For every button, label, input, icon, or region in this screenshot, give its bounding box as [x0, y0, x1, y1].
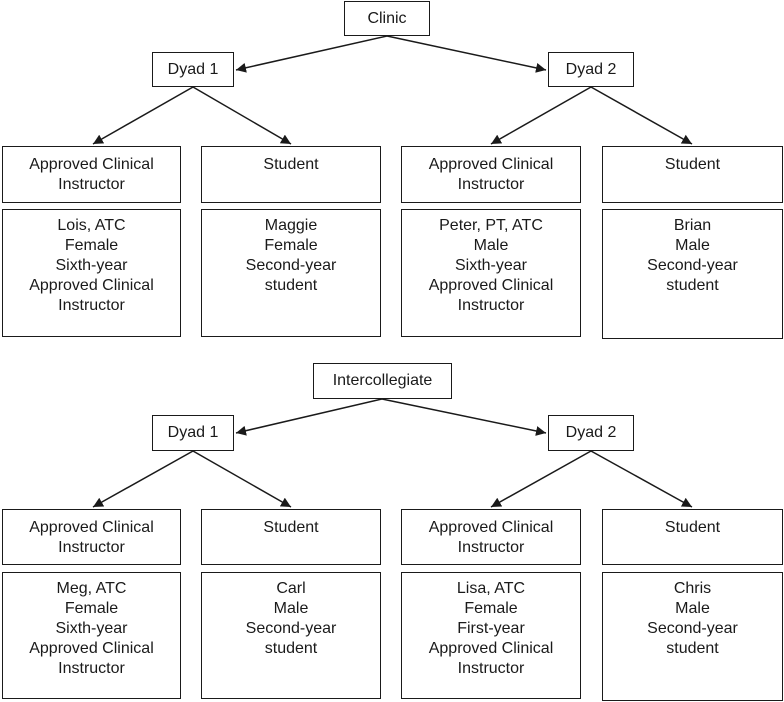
info-line: Approved Clinical — [428, 640, 554, 657]
arrow-inter-to-dyad2 — [381, 398, 547, 436]
clinic-dyad1-node: Dyad 1 — [152, 52, 234, 87]
info-line: Second-year — [245, 257, 337, 274]
clinic-dyad1-student-header: Student — [201, 146, 381, 203]
info-line: Sixth-year — [55, 620, 128, 637]
info-line: Approved Clinical — [29, 277, 154, 294]
header-line: Instructor — [457, 176, 525, 193]
header-line: Student — [664, 156, 721, 173]
info-line: Male — [273, 600, 309, 617]
intercollegiate-dyad1-instructor-header: Approved Clinical Instructor — [2, 509, 181, 565]
intercollegiate-root-node: Intercollegiate — [313, 363, 452, 399]
header-line: Approved Clinical — [29, 519, 154, 536]
intercollegiate-dyad2-instructor-info: Lisa, ATC Female First-year Approved Cli… — [401, 572, 581, 699]
header-line: Student — [664, 519, 721, 536]
arrow-clinic-to-dyad2 — [386, 35, 547, 73]
arrow-inter-dyad2-to-student — [590, 450, 693, 508]
clinic-dyad2-node: Dyad 2 — [548, 52, 634, 87]
clinic-dyad2-instructor-info: Peter, PT, ATC Male Sixth-year Approved … — [401, 209, 581, 337]
arrow-inter-to-dyad1 — [235, 398, 383, 436]
info-line: Sixth-year — [55, 257, 128, 274]
info-line: Female — [464, 600, 518, 617]
intercollegiate-dyad2-student-info: Chris Male Second-year student — [602, 572, 783, 701]
clinic-dyad2-instructor-header: Approved Clinical Instructor — [401, 146, 581, 203]
header-line: Instructor — [58, 539, 125, 556]
info-line: Instructor — [58, 660, 125, 677]
clinic-dyad1-instructor-info: Lois, ATC Female Sixth-year Approved Cli… — [2, 209, 181, 337]
intercollegiate-dyad2-label: Dyad 2 — [565, 424, 617, 441]
info-line: Female — [264, 237, 318, 254]
intercollegiate-dyad1-node: Dyad 1 — [152, 415, 234, 451]
info-line: Chris — [673, 580, 712, 597]
header-line: Approved Clinical — [428, 519, 554, 536]
arrow-inter-dyad1-to-instructor — [92, 450, 194, 508]
clinic-dyad2-student-header: Student — [602, 146, 783, 203]
header-line: Student — [263, 156, 319, 173]
header-line: Approved Clinical — [29, 156, 154, 173]
header-line: Instructor — [457, 539, 525, 556]
info-line: student — [666, 640, 719, 657]
info-line: Sixth-year — [454, 257, 528, 274]
intercollegiate-dyad1-student-info: Carl Male Second-year student — [201, 572, 381, 699]
info-line: student — [264, 640, 318, 657]
info-line: Maggie — [264, 217, 318, 234]
arrow-clinic-dyad1-to-instructor — [92, 86, 194, 145]
info-line: student — [666, 277, 719, 294]
info-line: Peter, PT, ATC — [439, 217, 543, 234]
info-line: Male — [675, 600, 710, 617]
info-line: Carl — [276, 580, 306, 597]
clinic-dyad1-student-info: Maggie Female Second-year student — [201, 209, 381, 337]
info-line: Female — [64, 600, 119, 617]
info-line: Approved Clinical — [428, 277, 554, 294]
info-line: Brian — [673, 217, 712, 234]
intercollegiate-dyad1-student-header: Student — [201, 509, 381, 565]
info-line: Second-year — [245, 620, 337, 637]
clinic-dyad2-label: Dyad 2 — [565, 60, 617, 78]
arrow-clinic-dyad2-to-student — [590, 86, 693, 145]
header-line: Student — [263, 519, 319, 536]
info-line: Meg, ATC — [56, 580, 127, 597]
intercollegiate-dyad2-student-header: Student — [602, 509, 783, 565]
info-line: Female — [64, 237, 119, 254]
intercollegiate-dyad1-instructor-info: Meg, ATC Female Sixth-year Approved Clin… — [2, 572, 181, 699]
clinic-dyad1-instructor-header: Approved Clinical Instructor — [2, 146, 181, 203]
info-line: Approved Clinical — [29, 640, 154, 657]
intercollegiate-dyad2-instructor-header: Approved Clinical Instructor — [401, 509, 581, 565]
intercollegiate-root-label: Intercollegiate — [332, 372, 433, 389]
info-line: Male — [675, 237, 710, 254]
info-line: Instructor — [457, 660, 525, 677]
header-line: Instructor — [58, 176, 125, 193]
info-line: Instructor — [58, 297, 125, 314]
info-line: Second-year — [647, 620, 738, 637]
clinic-dyad2-student-info: Brian Male Second-year student — [602, 209, 783, 339]
intercollegiate-dyad1-label: Dyad 1 — [167, 424, 219, 441]
intercollegiate-dyad2-node: Dyad 2 — [548, 415, 634, 451]
clinic-root-node: Clinic — [344, 1, 430, 36]
info-line: Lois, ATC — [57, 217, 126, 234]
info-line: First-year — [457, 620, 525, 637]
clinic-dyad1-label: Dyad 1 — [167, 60, 219, 78]
header-line: Approved Clinical — [428, 156, 554, 173]
arrow-clinic-to-dyad1 — [235, 35, 388, 73]
info-line: Male — [473, 237, 509, 254]
info-line: student — [264, 277, 318, 294]
arrow-inter-dyad1-to-student — [192, 450, 292, 508]
arrow-clinic-dyad1-to-student — [192, 86, 292, 145]
info-line: Instructor — [457, 297, 525, 314]
clinic-root-label: Clinic — [367, 9, 407, 27]
arrow-inter-dyad2-to-instructor — [490, 450, 592, 508]
info-line: Second-year — [647, 257, 738, 274]
info-line: Lisa, ATC — [456, 580, 526, 597]
arrow-clinic-dyad2-to-instructor — [490, 86, 592, 145]
